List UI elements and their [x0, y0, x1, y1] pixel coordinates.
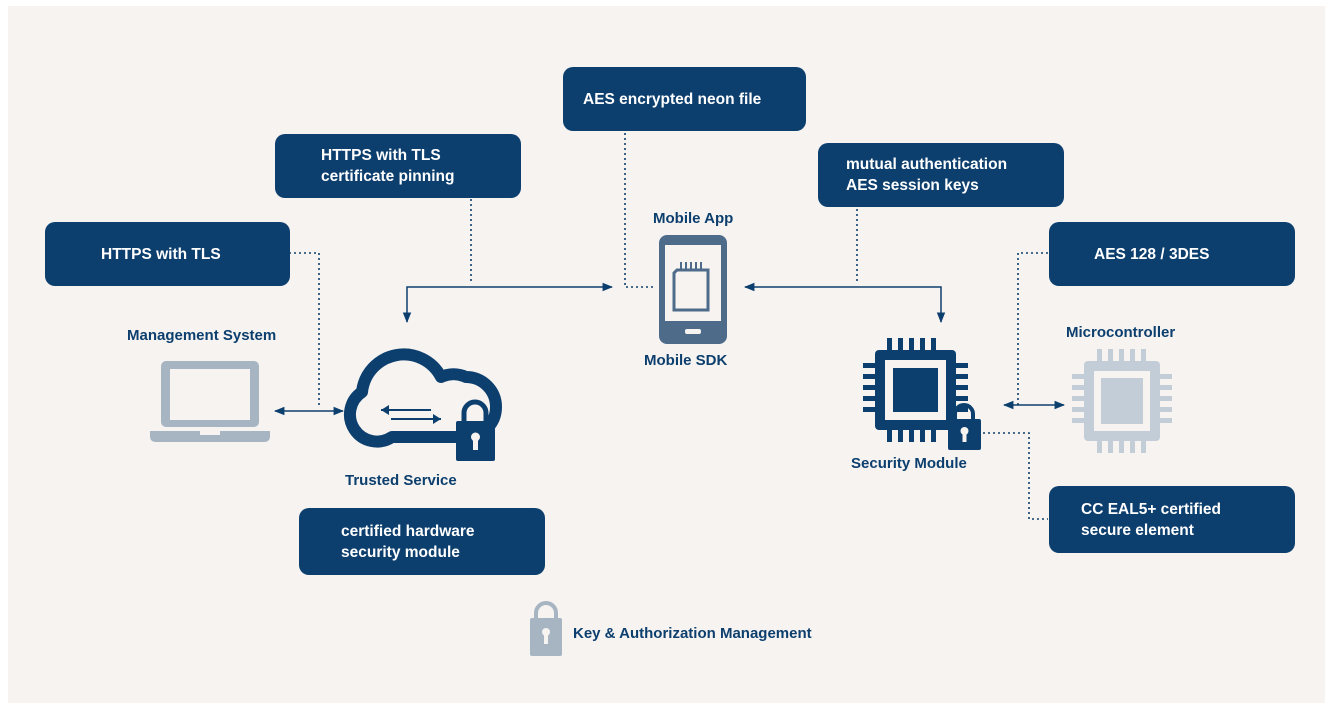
laptop-icon	[150, 361, 270, 442]
box-line: AES 128 / 3DES	[1094, 245, 1210, 263]
box-line: HTTPS with TLS	[101, 245, 221, 263]
management-system-label: Management System	[127, 327, 277, 344]
box-line: secure element	[1081, 521, 1194, 539]
dotted-link-aes-neon	[624, 133, 655, 288]
chip-icon	[1072, 349, 1172, 453]
dotted-links	[289, 133, 1048, 520]
padlock-icon	[948, 403, 981, 450]
dotted-link-cc-eal5	[983, 432, 1048, 520]
smartphone-icon	[659, 235, 727, 344]
certified-hsm-box: certified hardware security module	[299, 508, 545, 575]
padlock-icon	[456, 399, 495, 461]
box-line: certificate pinning	[321, 168, 455, 185]
mobile-sdk-label: Mobile SDK	[644, 352, 728, 369]
https-with-tls-box: HTTPS with TLS	[45, 222, 290, 286]
aes-128-3des-box: AES 128 / 3DES	[1049, 222, 1295, 286]
box-line: CC EAL5+ certified	[1081, 500, 1221, 518]
cloud-sync-icon	[343, 348, 502, 448]
chip-icon	[863, 338, 968, 442]
microcontroller-label: Microcontroller	[1066, 324, 1176, 341]
arrow-phone-to-secure-module	[743, 282, 946, 324]
box-line: certified hardware	[341, 522, 475, 540]
https-certificate-pinning-box: HTTPS with TLS certificate pinning	[275, 134, 521, 198]
aes-encrypted-neon-file-box: AES encrypted neon file	[563, 67, 806, 131]
mutual-authentication-box: mutual authentication AES session keys	[818, 143, 1064, 207]
padlock-icon	[530, 601, 562, 656]
dotted-link-aes128	[1017, 252, 1048, 405]
legend-label: Key & Authorization Management	[573, 625, 812, 642]
box-line: security module	[341, 543, 460, 561]
box-line: AES encrypted neon file	[583, 90, 762, 108]
arrow-links	[273, 282, 1066, 416]
dotted-link-https-tls	[289, 252, 320, 405]
arrow-cloud-to-phone	[402, 282, 614, 324]
box-line: AES session keys	[846, 177, 979, 194]
cc-eal5-secure-element-box: CC EAL5+ certified secure element	[1049, 486, 1295, 553]
trusted-service-label: Trusted Service	[345, 472, 457, 489]
security-module-label: Security Module	[851, 455, 967, 472]
box-line: HTTPS with TLS	[321, 147, 441, 164]
box-line: mutual authentication	[846, 156, 1008, 173]
mobile-app-label: Mobile App	[653, 210, 734, 227]
